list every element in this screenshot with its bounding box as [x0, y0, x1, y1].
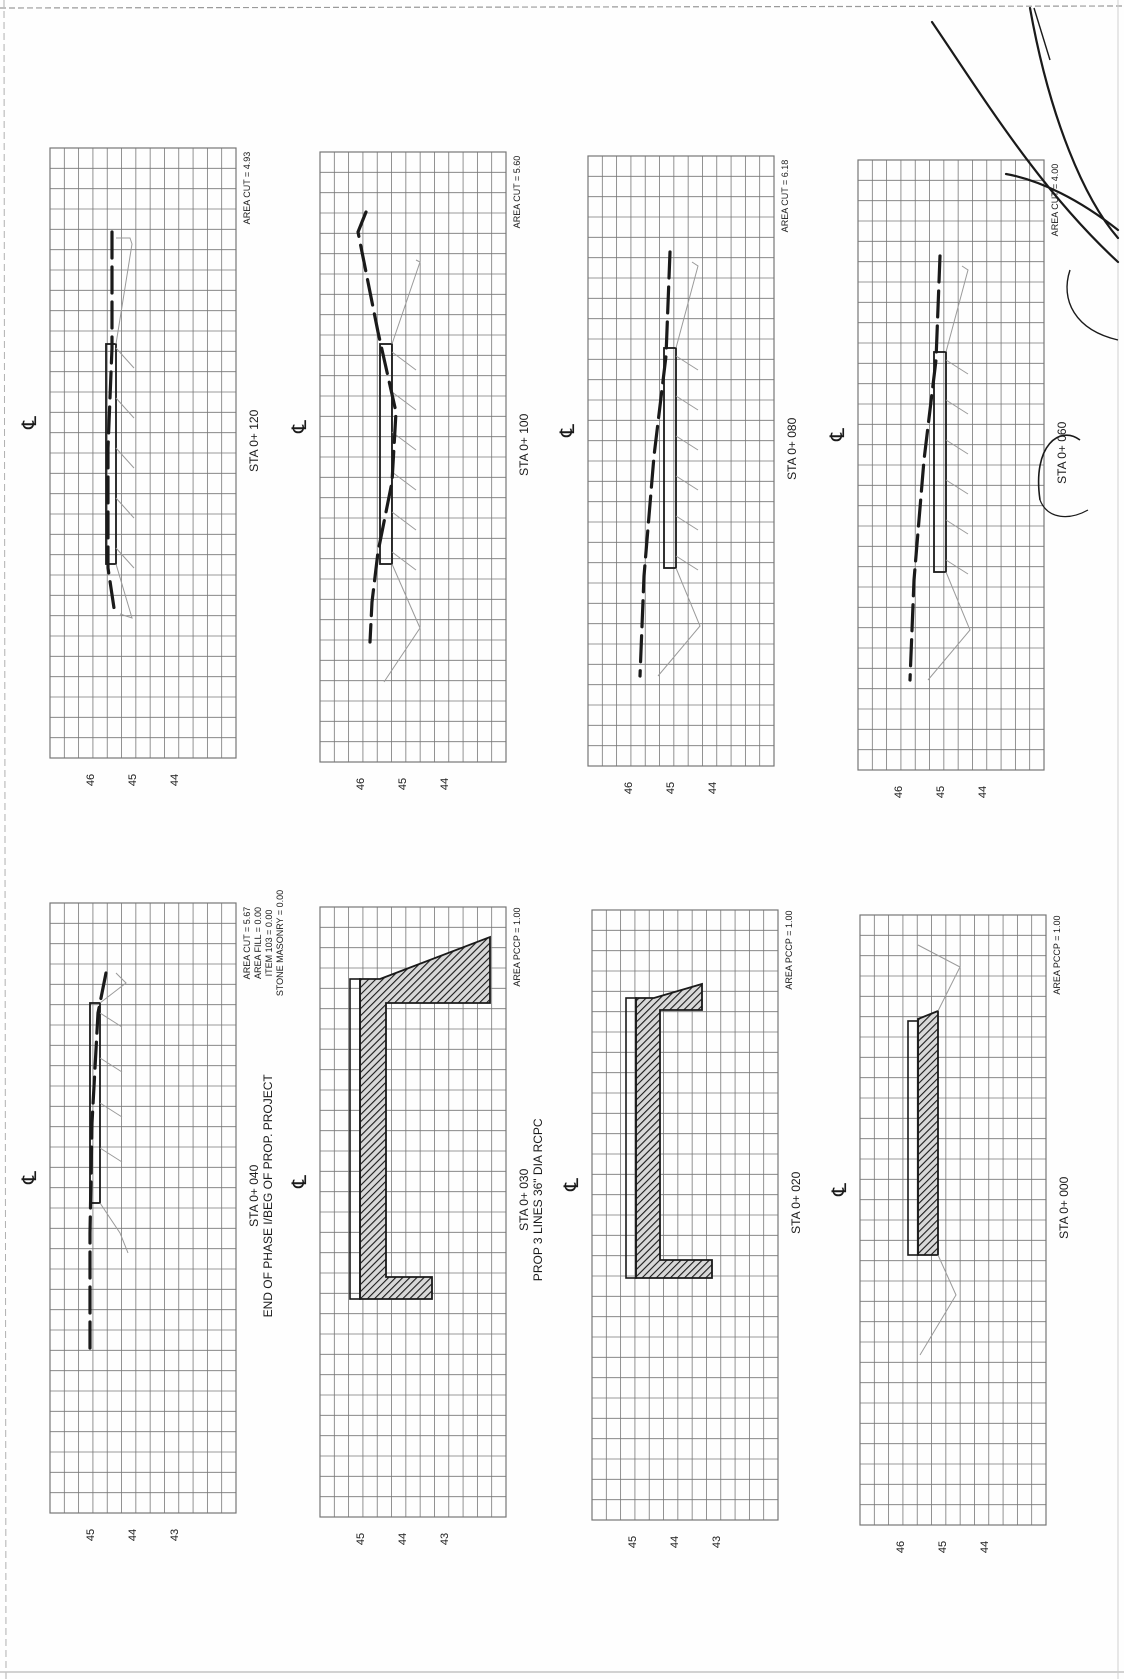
cross-section-sta-0-060: 46 45 44 ℄ STA 0+ 060 AREA CUT = 4.00: [827, 159, 1069, 798]
elevation-tick-label: 44: [707, 782, 719, 794]
elevation-tick-label: 44: [127, 1529, 139, 1541]
area-label: AREA FILL = 0.00: [253, 907, 263, 979]
cross-section-sta-0-100: 46 45 44 ℄ STA 0+ 100 AREA CUT = 5.60: [289, 151, 531, 790]
station-label: STA 0+ 100: [517, 413, 531, 475]
area-label: STONE MASONRY = 0.00: [275, 890, 285, 996]
section-profile: [356, 210, 421, 683]
centerline-symbol: ℄: [19, 416, 41, 430]
elevation-tick-label: 44: [669, 1536, 681, 1548]
section-profile: [638, 250, 701, 678]
elevation-tick-label: 43: [711, 1536, 723, 1548]
section-profile: [88, 971, 129, 1355]
elevation-tick-label: 44: [169, 774, 181, 786]
elevation-tick-label: 46: [85, 774, 97, 786]
section-grid: [857, 159, 1045, 771]
section-grid: [319, 151, 507, 763]
elevation-tick-label: 44: [439, 778, 451, 790]
area-label: AREA CUT = 4.00: [1050, 164, 1060, 237]
station-label: STA 0+ 120: [247, 409, 261, 471]
elevation-tick-label: 45: [627, 1536, 639, 1548]
elevation-tick-label: 45: [85, 1529, 97, 1541]
section-grid: [859, 914, 1047, 1526]
elevation-tick-label: 46: [895, 1541, 907, 1553]
centerline-symbol: ℄: [829, 1183, 851, 1197]
elevation-tick-label: 46: [355, 778, 367, 790]
elevation-tick-label: 44: [979, 1541, 991, 1553]
elevation-tick-label: 43: [439, 1533, 451, 1545]
section-grid: [591, 909, 779, 1521]
station-label: STA 0+ 030: [517, 1168, 531, 1230]
elevation-tick-label: 43: [169, 1529, 181, 1541]
section-profile: [349, 935, 491, 1300]
area-label: AREA CUT = 5.67: [242, 907, 252, 980]
centerline-symbol: ℄: [827, 428, 849, 442]
elevation-tick-label: 45: [127, 774, 139, 786]
elevation-tick-label: 44: [397, 1533, 409, 1545]
elevation-tick-label: 46: [893, 786, 905, 798]
section-grid: [587, 155, 775, 767]
elevation-tick-label: 45: [397, 778, 409, 790]
centerline-symbol: ℄: [289, 1175, 311, 1189]
alignment-sketch: [930, 6, 1120, 518]
section-grid: [319, 906, 507, 1518]
section-profile: [907, 944, 961, 1356]
elevation-tick-label: 45: [935, 786, 947, 798]
centerline-symbol: ℄: [19, 1171, 41, 1185]
elevation-tick-label: 45: [665, 782, 677, 794]
section-profile: [908, 254, 971, 682]
section-profile: [625, 982, 713, 1279]
cross-section-sta-0-080: 46 45 44 ℄ STA 0+ 080 AREA CUT = 6.18: [557, 155, 799, 794]
station-label: STA 0+ 040: [247, 1164, 261, 1226]
section-profile: [105, 230, 135, 619]
station-label: STA 0+ 000: [1057, 1176, 1071, 1238]
section-grid: [49, 147, 237, 759]
station-label: STA 0+ 060: [1055, 421, 1069, 483]
cross-section-sta-0-000: 46 45 44 ℄ STA 0+ 000 AREA PCCP = 1.00: [829, 914, 1071, 1553]
station-note: PROP 3 LINES 36" DIA RCPC: [531, 1118, 545, 1281]
station-label: STA 0+ 020: [789, 1171, 803, 1233]
area-label: AREA CUT = 5.60: [512, 156, 522, 229]
centerline-symbol: ℄: [289, 420, 311, 434]
station-label: STA 0+ 080: [785, 417, 799, 479]
elevation-tick-label: 44: [977, 786, 989, 798]
cross-section-sta-0-120: 46 45 44 ℄ STA 0+ 120 AREA CUT = 4.93: [19, 147, 261, 786]
area-label: AREA PCCP = 1.00: [1052, 915, 1062, 994]
section-grid: [49, 902, 237, 1514]
area-label: AREA PCCP = 1.00: [512, 907, 522, 986]
centerline-symbol: ℄: [561, 1178, 583, 1192]
centerline-symbol: ℄: [557, 424, 579, 438]
elevation-tick-label: 46: [623, 782, 635, 794]
cross-section-sta-0-020: 45 44 43 ℄ STA 0+ 020 AREA PCCP = 1.00: [561, 909, 803, 1548]
area-label: AREA PCCP = 1.00: [784, 910, 794, 989]
area-label: AREA CUT = 4.93: [242, 152, 252, 225]
elevation-tick-label: 45: [355, 1533, 367, 1545]
area-label: ITEM 103 = 0.00: [264, 910, 274, 977]
area-label: AREA CUT = 6.18: [780, 160, 790, 233]
elevation-tick-label: 45: [937, 1541, 949, 1553]
station-note: END OF PHASE I/BEG OF PROP. PROJECT: [261, 1074, 275, 1318]
